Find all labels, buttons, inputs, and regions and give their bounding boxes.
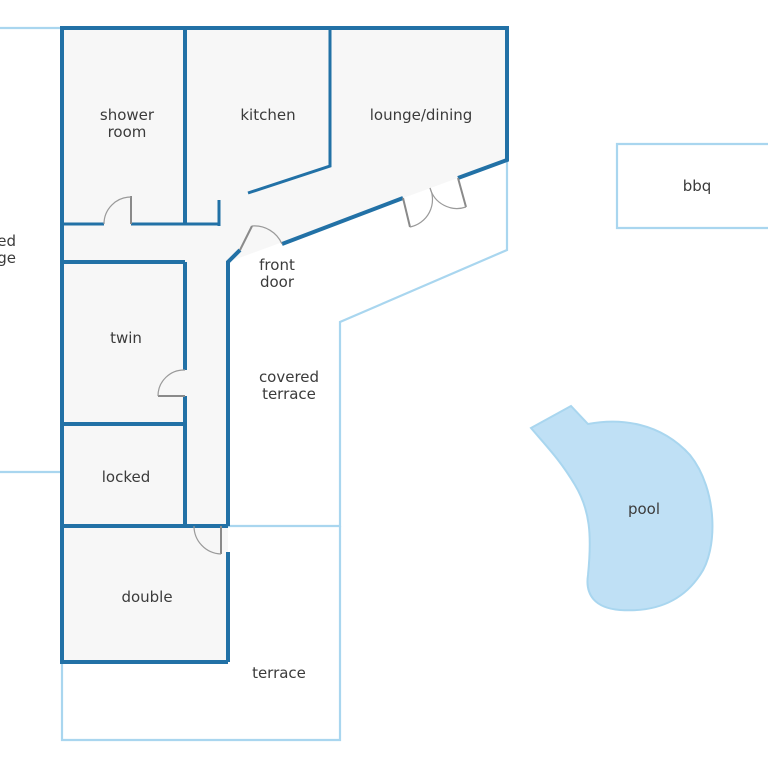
label-shower-room-line1: shower [100,106,155,124]
label-locked: locked [102,468,151,486]
double-door-arc [193,525,222,555]
lounge-door-arc-right [429,187,467,210]
label-front-door-line2: door [260,273,295,291]
label-covered-terrace-line2: terrace [262,385,316,403]
pool-shape [529,404,714,612]
front-door-leaf [239,225,253,251]
lounge-door-leaf-right [457,177,467,208]
exterior-wall [60,26,509,664]
covered-terrace-outline [228,160,509,528]
label-double: double [121,588,172,606]
label-bbq: bbq [683,177,712,195]
house-interior [62,28,507,662]
label-covered-garage-line1: ed [0,232,16,250]
doors [103,177,467,555]
lounge-door-leaf-left [402,197,411,228]
label-covered-terrace-line1: covered [259,368,319,386]
label-terrace: terrace [252,664,306,682]
label-covered-garage-line2: ge [0,249,16,267]
kitchen-lounge-wall [247,28,332,195]
label-front-door-line1: front [259,256,295,274]
label-shower-room-line2: room [108,123,147,141]
lounge-wall-segment [281,196,404,246]
label-lounge-dining: lounge/dining [370,106,473,124]
walls [60,26,509,664]
room-labels: shower room kitchen lounge/dining front … [0,106,711,682]
label-kitchen: kitchen [240,106,295,124]
outdoor-outlines [0,26,768,742]
shower-door-arc [103,196,132,225]
terrace-outline [60,526,342,742]
label-pool: pool [628,500,660,518]
twin-door-arc [157,369,186,397]
label-twin: twin [110,329,142,347]
bbq-outline [615,142,768,230]
front-door-arc [251,225,283,245]
front-wall-segment [226,248,242,526]
